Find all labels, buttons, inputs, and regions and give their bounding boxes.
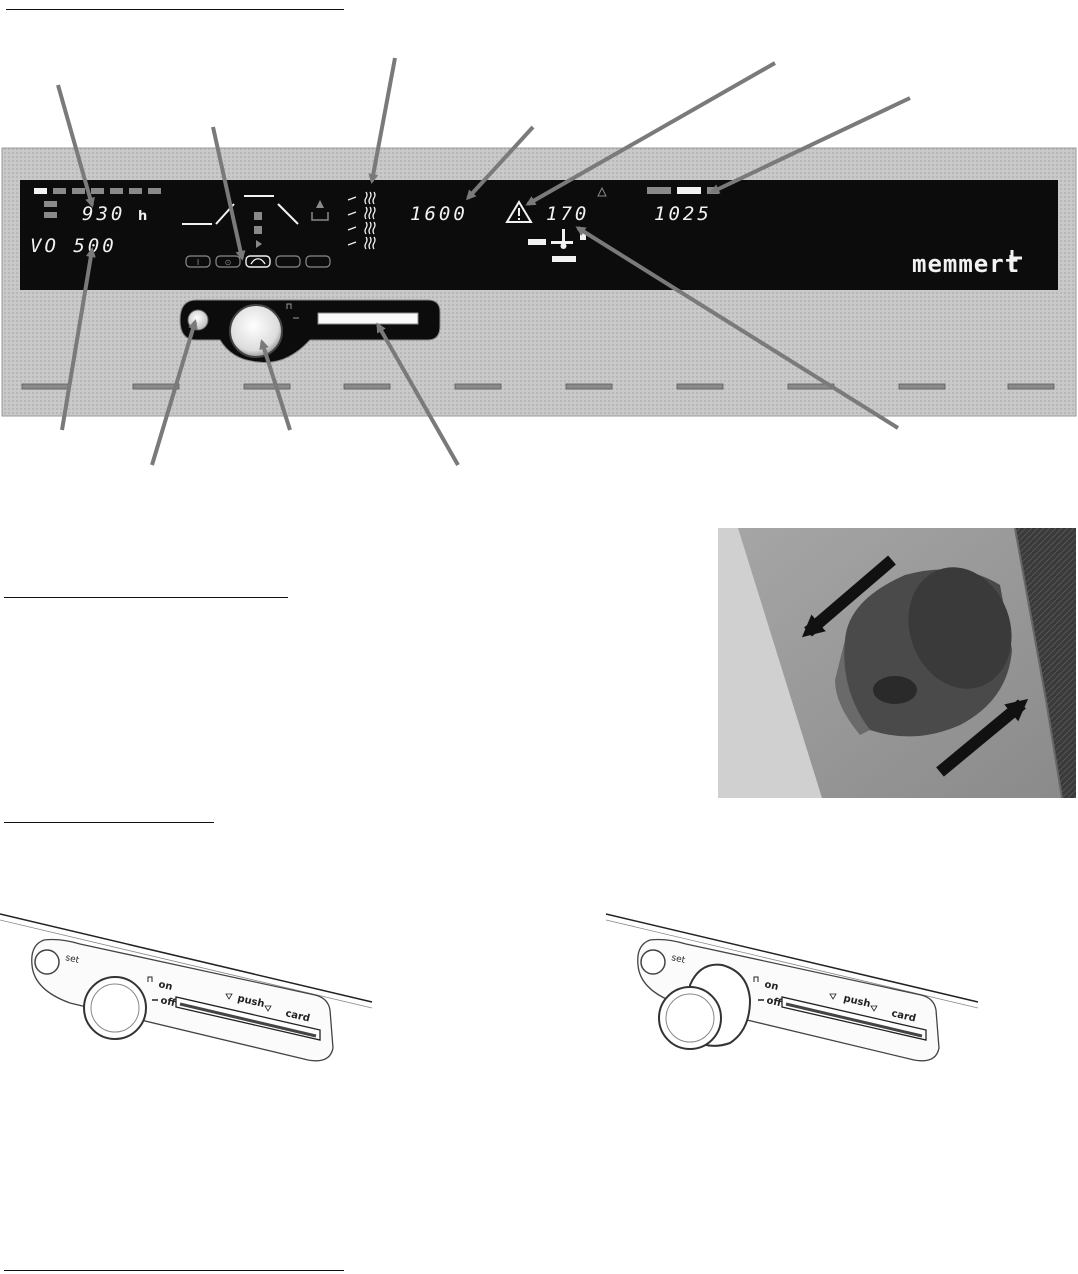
on-label: on [157,979,173,993]
callout-arrows [56,57,911,466]
callout-mode-key [211,126,246,261]
mode-key-4[interactable] [275,255,301,268]
mode-key-1-label: I [197,258,199,267]
callout-set-button [150,319,198,466]
setpoint-display: 1600 [410,203,468,225]
on-label: on [763,979,779,993]
card-label: card [890,1008,917,1024]
push-in-arrow [801,555,896,638]
clock-segment-bar [647,187,719,194]
warning-icon [505,200,533,223]
mode-key-2-label: ⊙ [225,258,232,267]
hours-unit: h [138,209,147,224]
push-marker-icon [870,1005,878,1012]
callout-clock-bar [709,96,911,194]
heater-indicators [347,191,376,250]
callout-hours [56,84,95,208]
off-label: off [765,995,783,1009]
mode-keys[interactable]: I ⊙ [185,255,331,268]
on-off-marks [286,303,299,319]
mode-key-1[interactable] [185,255,211,268]
pop-out-arrow [936,698,1029,777]
section-rule-top [6,9,344,10]
section-rule-views [4,822,214,823]
callout-card-slot [376,322,460,466]
card-slot[interactable] [317,312,419,325]
on-icon [753,976,759,982]
main-knob[interactable] [229,304,283,358]
thermostat-icon [528,229,586,262]
operating-hours-display: 930 [82,203,125,225]
limit-small-icon [597,186,607,197]
push-marker-icon [225,993,233,1000]
logo-bracket [1010,250,1022,272]
memmert-logo: memmert [912,250,1020,278]
callout-program [60,247,96,431]
knob-photo [718,527,1076,799]
front-panel: 930 h VO 500 I ⊙ [1,147,1077,417]
strip-view-extended: set on off push card [605,913,979,1062]
callout-limit [575,226,900,430]
section-rule-knob [4,597,288,598]
set-button[interactable] [640,949,666,975]
on-icon [147,976,153,982]
off-label: off [159,995,177,1009]
callout-alarm [525,61,776,206]
clock-display: 1025 [654,203,712,225]
section-rule-bottom [4,1270,344,1271]
top-segment-bar [34,188,161,218]
mode-key-2[interactable] [215,255,241,268]
temperature-limit-display: 170 [546,203,589,225]
vent-slots [21,383,1055,390]
main-knob[interactable] [83,976,147,1040]
strip-view-retracted: set on off push card [0,913,373,1062]
callout-heater [368,57,397,184]
set-button[interactable] [34,949,60,975]
set-label: set [64,953,80,966]
main-knob[interactable] [658,986,722,1050]
callout-setpoint [465,125,535,201]
push-marker-icon [264,1005,272,1012]
callout-knob [259,339,292,431]
set-label: set [670,953,686,966]
mode-key-3[interactable] [245,255,271,268]
card-label: card [284,1008,311,1024]
mode-key-5[interactable] [305,255,331,268]
ramp-icon [250,258,266,265]
push-marker-icon [829,993,837,1000]
control-strip [179,299,441,364]
set-button[interactable] [187,309,209,331]
program-display: VO 500 [30,235,117,257]
